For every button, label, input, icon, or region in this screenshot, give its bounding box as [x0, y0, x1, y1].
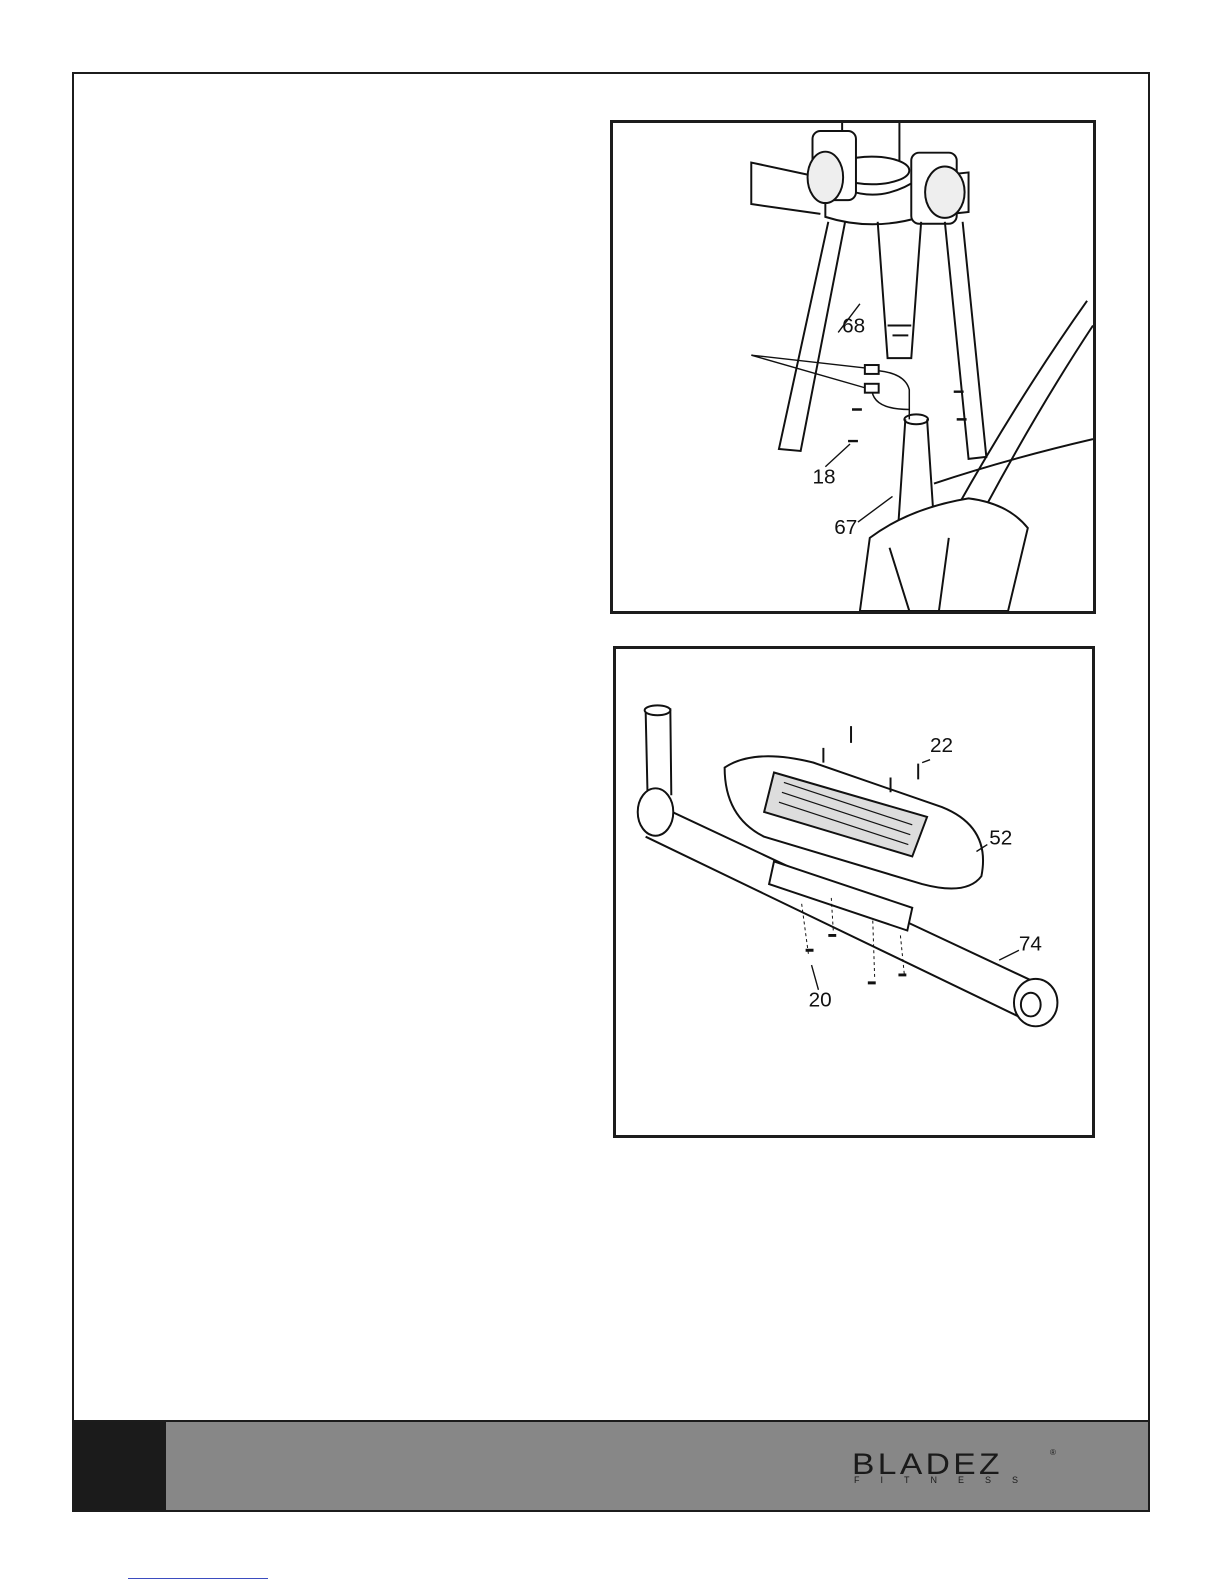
- bottom-link-underline: [128, 1578, 268, 1579]
- brand-logo: BLADEZ ® FITNESS: [852, 1450, 1062, 1490]
- brand-subtitle: FITNESS: [854, 1475, 1039, 1485]
- callout-20: 20: [809, 989, 832, 1012]
- page-number-tab: [74, 1422, 166, 1510]
- callout-68: 68: [842, 314, 865, 337]
- upright-assembly-drawing: 68 18 67: [613, 123, 1093, 611]
- footer-bar: BLADEZ ® FITNESS: [72, 1420, 1150, 1512]
- callout-18: 18: [813, 466, 836, 489]
- pedal-assembly-drawing: 22 52 74 20: [616, 649, 1092, 1135]
- figure-upright-assembly: 68 18 67: [610, 120, 1096, 614]
- callout-22: 22: [930, 734, 953, 757]
- callout-74: 74: [1019, 932, 1042, 955]
- callout-52: 52: [989, 827, 1012, 850]
- registered-mark: ®: [1050, 1448, 1056, 1457]
- callout-67: 67: [834, 516, 857, 539]
- figure-pedal-assembly: 22 52 74 20: [613, 646, 1095, 1138]
